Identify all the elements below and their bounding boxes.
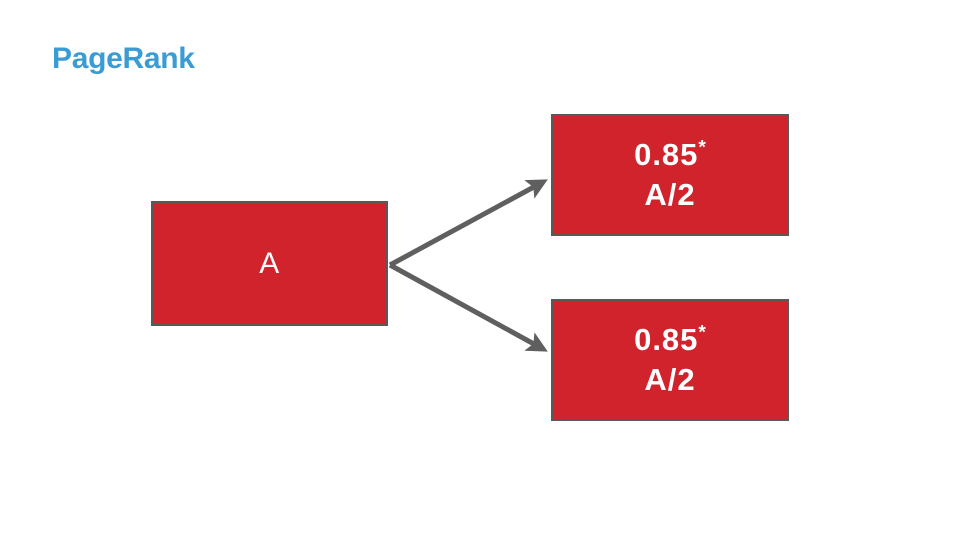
formula-expression: A/2 <box>644 362 696 397</box>
formula-coefficient-line: 0.85* <box>634 320 706 360</box>
node-output-top[interactable]: 0.85* A/2 <box>551 114 789 236</box>
formula-coefficient: 0.85 <box>634 137 699 173</box>
node-output-bottom[interactable]: 0.85* A/2 <box>551 299 789 421</box>
formula-superscript-asterisk: * <box>698 138 706 159</box>
page-title: PageRank <box>52 42 195 75</box>
formula-superscript-asterisk: * <box>698 323 706 344</box>
node-source-a[interactable]: A <box>151 201 388 326</box>
edge-a-to-bottom <box>388 262 548 352</box>
formula-coefficient: 0.85 <box>634 322 699 358</box>
node-output-bottom-formula: 0.85* A/2 <box>634 320 706 399</box>
formula-expression: A/2 <box>644 177 696 212</box>
node-output-top-formula: 0.85* A/2 <box>634 135 706 214</box>
edge-a-to-top <box>388 179 548 268</box>
formula-coefficient-line: 0.85* <box>634 135 706 175</box>
node-source-a-label: A <box>259 246 280 280</box>
